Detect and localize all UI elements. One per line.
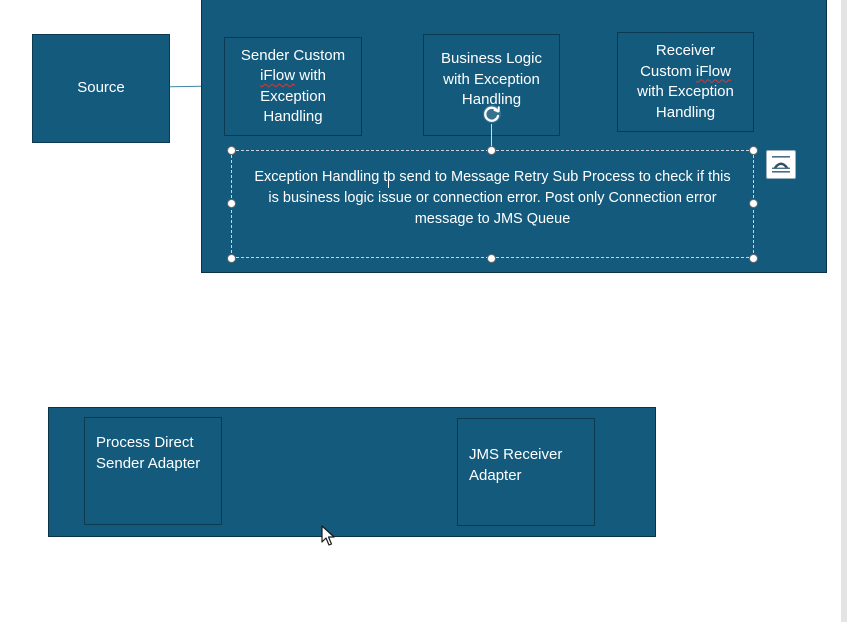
exception-handling-text: Exception Handling to send to Message Re… (254, 167, 730, 230)
exception-line-2: is business logic issue or connection er… (268, 190, 717, 206)
resize-handle-top-center[interactable] (487, 146, 496, 155)
process-direct-line-2: Sender Adapter (96, 454, 201, 472)
receiver-line-4: Handling (655, 103, 716, 121)
rotate-handle-stem (491, 124, 492, 149)
business-logic-text: Business Logic with Exception Handling (441, 49, 542, 111)
jms-receiver-adapter-text: JMS Receiver Adapter (469, 445, 562, 486)
process-direct-adapter-box[interactable]: Process Direct Sender Adapter (84, 417, 222, 525)
sender-iflow-text: Sender Custom iFlow with Exception Handl… (241, 46, 345, 128)
receiver-line-2: Custom iFlow (637, 62, 734, 83)
business-line-2: with Exception (443, 70, 540, 88)
resize-handle-top-left[interactable] (227, 146, 236, 155)
exception-line-3: message to JMS Queue (414, 211, 571, 227)
selection-outline (231, 150, 754, 258)
business-line-1: Business Logic (441, 50, 542, 67)
rotate-icon[interactable] (481, 103, 503, 125)
sender-line-2-rest: with (295, 67, 326, 84)
sender-line-3: Exception (260, 87, 326, 105)
text-caret (388, 171, 389, 188)
process-direct-line-1: Process Direct (96, 434, 194, 451)
sender-line-1: Sender Custom (240, 46, 346, 64)
business-line-3: Handling (461, 91, 522, 108)
sender-iflow-word: iFlow (260, 67, 296, 84)
source-box[interactable]: Source (32, 34, 170, 143)
receiver-iflow-word: iFlow (695, 62, 731, 80)
exception-handling-textbox[interactable]: Exception Handling to send to Message Re… (231, 150, 754, 258)
mouse-pointer-icon (320, 525, 336, 547)
resize-handle-bottom-center[interactable] (487, 254, 496, 263)
exception-line-1: Exception Handling to send to Message Re… (254, 169, 731, 185)
jms-receiver-line-2: Adapter (469, 466, 522, 484)
resize-handle-bottom-left[interactable] (227, 254, 236, 263)
receiver-iflow-text: Receiver Custom iFlow with Exception Han… (637, 41, 734, 123)
sender-line-4: Handling (263, 108, 323, 125)
receiver-line-3: with Exception (637, 83, 734, 100)
receiver-line-1: Receiver (655, 42, 716, 59)
receiver-line-2-prefix: Custom (640, 62, 696, 80)
business-logic-box[interactable]: Business Logic with Exception Handling (423, 34, 560, 136)
resize-handle-top-right[interactable] (749, 146, 758, 155)
jms-receiver-adapter-box[interactable]: JMS Receiver Adapter (457, 418, 595, 526)
resize-handle-middle-right[interactable] (749, 199, 758, 208)
window-right-edge (841, 0, 847, 622)
receiver-iflow-box[interactable]: Receiver Custom iFlow with Exception Han… (617, 32, 754, 132)
resize-handle-middle-left[interactable] (227, 199, 236, 208)
layout-options-icon (772, 156, 790, 173)
source-connector-line[interactable] (169, 85, 203, 88)
resize-handle-bottom-right[interactable] (749, 254, 758, 263)
sender-line-2: iFlow with (241, 66, 345, 87)
sender-iflow-box[interactable]: Sender Custom iFlow with Exception Handl… (224, 37, 362, 136)
jms-receiver-line-1: JMS Receiver (469, 446, 563, 463)
layout-options-button[interactable] (766, 150, 796, 179)
source-label: Source (77, 79, 125, 97)
process-direct-adapter-text: Process Direct Sender Adapter (96, 433, 200, 474)
